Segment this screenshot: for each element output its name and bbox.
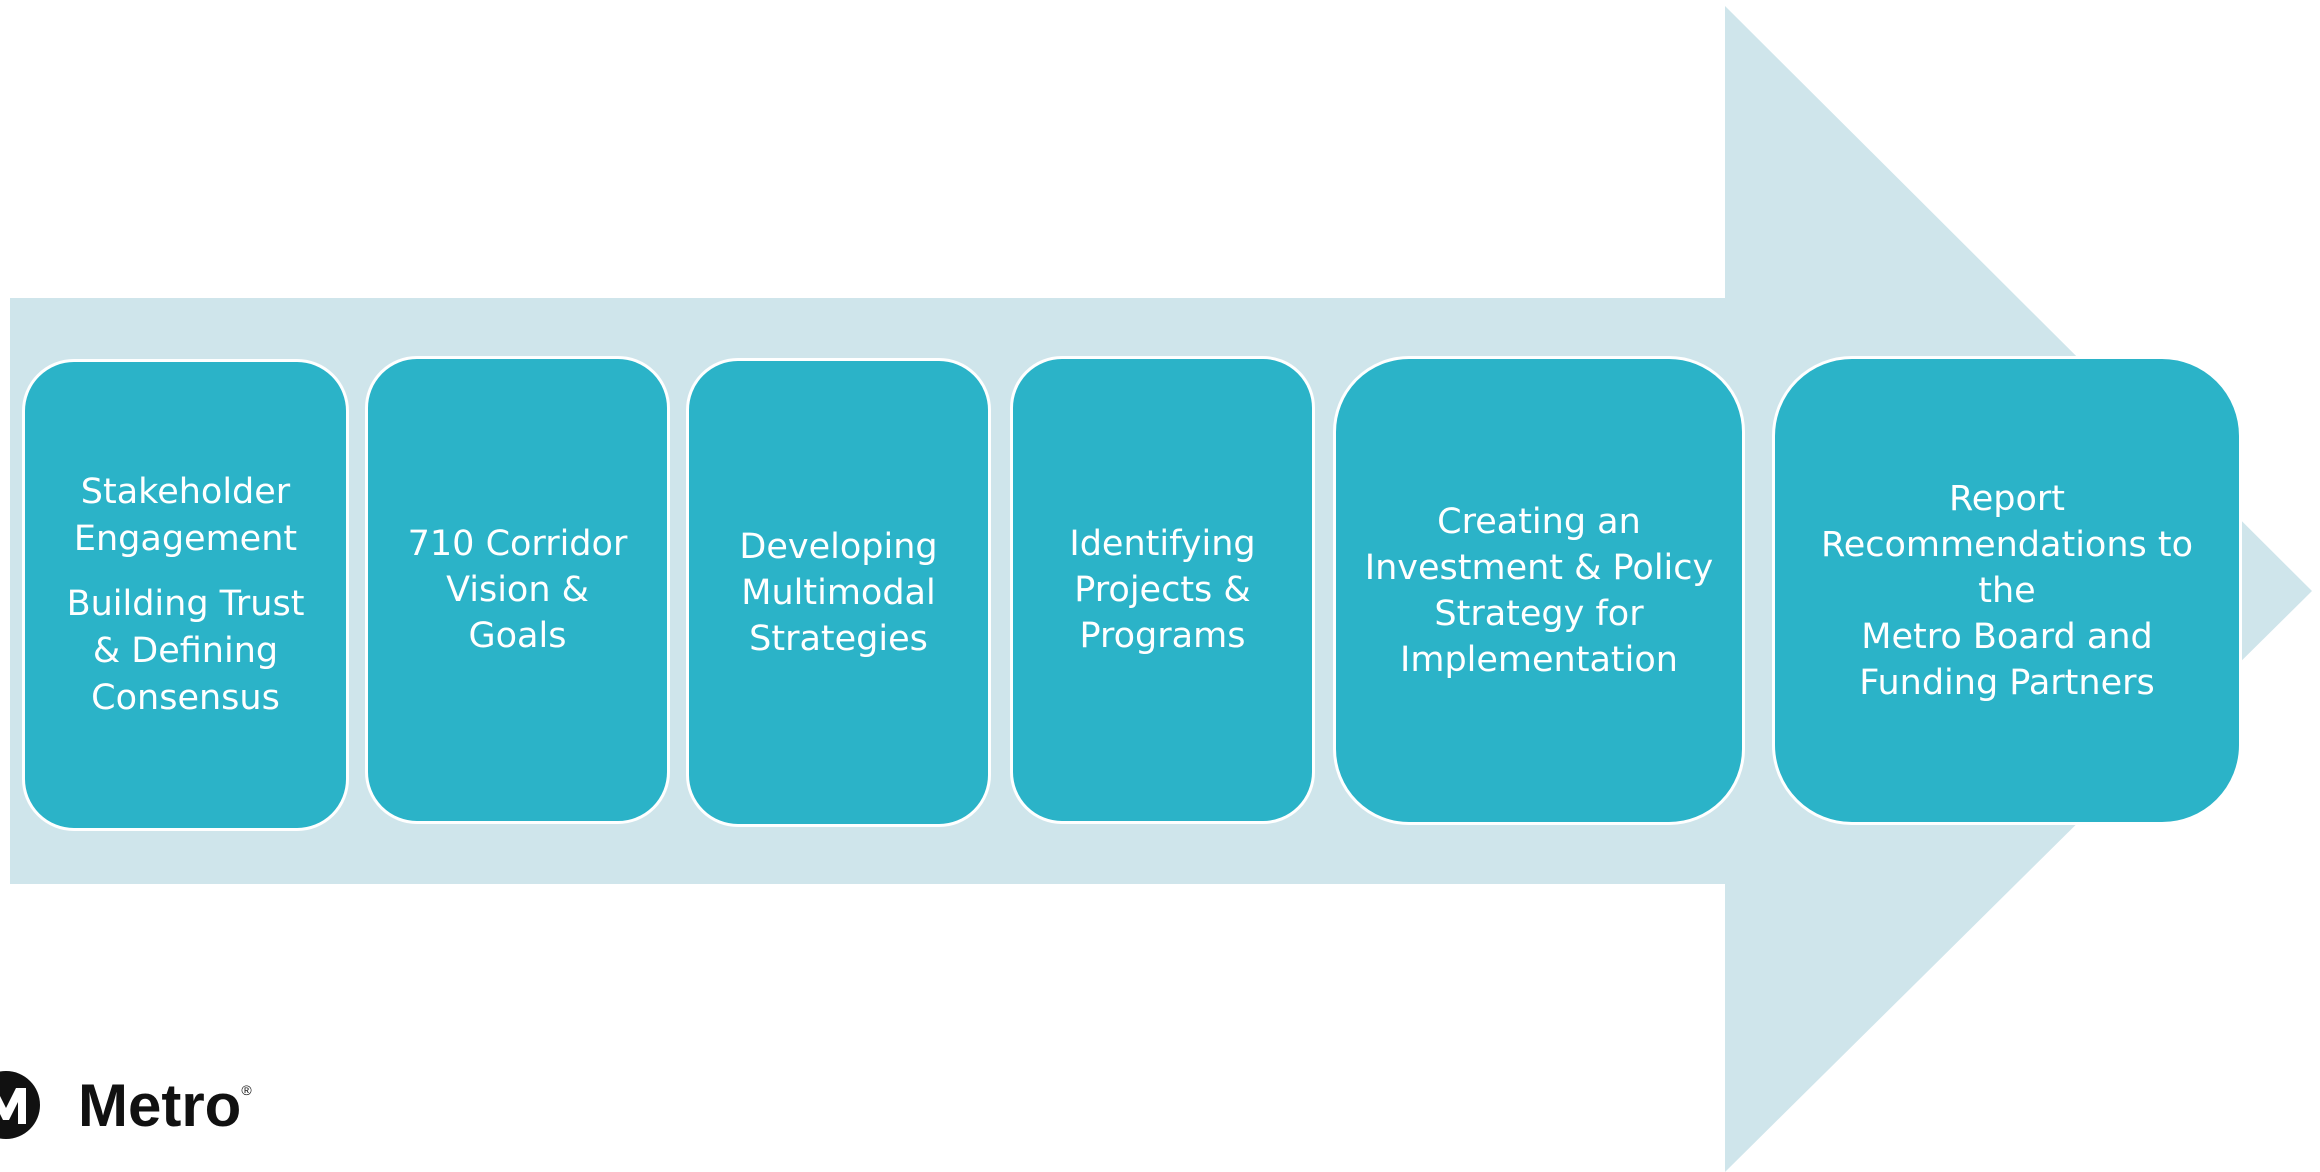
step-5-line-1: Creating an [1437, 501, 1641, 542]
step-6-line-4: Metro Board and [1861, 616, 2153, 657]
step-4-line-3: Programs [1079, 616, 1246, 656]
metro-logo-text: Metro [78, 1071, 242, 1139]
step-3-line-3: Strategies [749, 618, 928, 659]
registered-mark: ® [241, 1082, 252, 1098]
step-corridor-vision-goals: 710 Corridor Vision & Goals [365, 356, 670, 824]
step-2-line-2: Vision & [446, 570, 589, 610]
step-5-line-3: Strategy for [1434, 593, 1644, 634]
step-report-recommendations: Report Recommendations to the Metro Boar… [1772, 356, 2242, 825]
step-4-line-2: Projects & [1074, 570, 1251, 610]
step-3-line-1: Developing [739, 526, 938, 567]
step-5-line-4: Implementation [1400, 639, 1678, 680]
step-1-line-1: Stakeholder [80, 471, 291, 512]
step-6-line-5: Funding Partners [1859, 662, 2155, 703]
step-2-line-3: Goals [468, 616, 567, 656]
step-stakeholder-engagement: Stakeholder Engagement Building Trust & … [22, 359, 349, 831]
step-6-line-3: the [1978, 570, 2036, 611]
step-1-line-3: Building Trust [66, 583, 305, 624]
metro-m-logo-icon [0, 1071, 40, 1139]
step-5-line-2: Investment & Policy [1364, 547, 1714, 588]
step-6-line-1: Report [1948, 478, 2066, 519]
step-1-line-5: Consensus [91, 677, 280, 718]
step-multimodal-strategies: Developing Multimodal Strategies [686, 358, 991, 827]
step-investment-policy-strategy: Creating an Investment & Policy Strategy… [1333, 356, 1745, 825]
step-projects-programs: Identifying Projects & Programs [1010, 356, 1315, 824]
step-4-line-1: Identifying [1069, 524, 1256, 564]
step-1-line-4: & Defining [92, 630, 279, 671]
step-1-line-2: Engagement [73, 518, 298, 559]
step-6-line-2: Recommendations to [1820, 524, 2194, 565]
step-3-line-2: Multimodal [741, 572, 936, 613]
metro-logo: Metro ® [0, 1060, 252, 1150]
step-2-line-1: 710 Corridor [407, 524, 628, 564]
